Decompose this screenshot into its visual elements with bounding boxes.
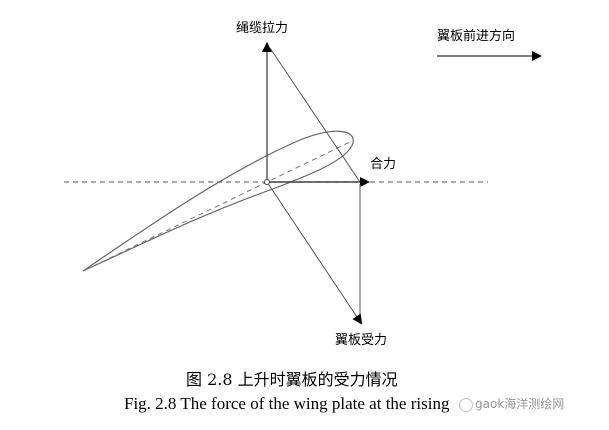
wing-force-arrow bbox=[266, 181, 363, 325]
caption-english: Fig. 2.8 The force of the wing plate at … bbox=[124, 394, 450, 413]
cable-tension-label: 绳缆拉力 bbox=[236, 21, 289, 36]
direction-of-travel-label: 翼板前进方向 bbox=[437, 29, 516, 44]
watermark: gaok海洋测绘网 bbox=[459, 395, 564, 412]
force-origin-point bbox=[264, 179, 270, 185]
watermark-text: gaok海洋测绘网 bbox=[475, 397, 565, 411]
wechat-icon bbox=[459, 397, 473, 412]
caption-chinese: 图 2.8 上升时翼板的受力情况 bbox=[186, 370, 398, 389]
resultant-force-label: 合力 bbox=[370, 157, 397, 172]
wing-chord-dashed-line bbox=[84, 140, 353, 271]
wing-force-label: 翼板受力 bbox=[335, 333, 388, 348]
parallelogram-diagonal-top bbox=[269, 47, 361, 183]
wing-plate-outline bbox=[82, 130, 354, 272]
